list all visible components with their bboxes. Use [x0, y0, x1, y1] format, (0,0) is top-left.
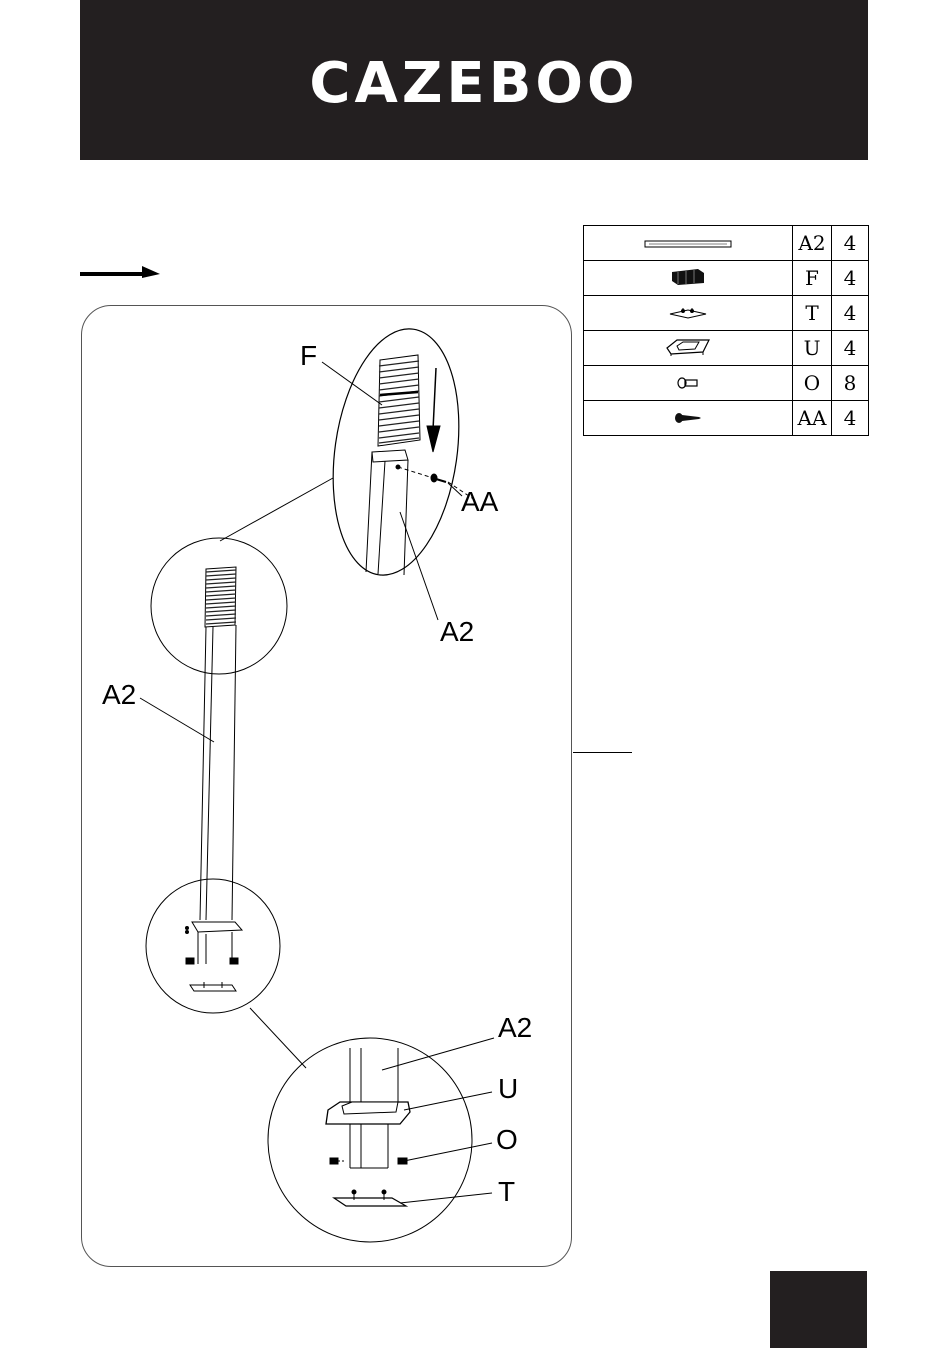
callout-t: T: [498, 1178, 515, 1206]
callout-u: U: [498, 1075, 518, 1103]
callout-a2-middle: A2: [102, 681, 136, 709]
callout-o: O: [496, 1126, 518, 1154]
callout-a2-top: A2: [440, 618, 474, 646]
sleeve-f-drawing: [378, 355, 420, 446]
callout-a2-bottom: A2: [498, 1014, 532, 1042]
divider-line: [573, 752, 632, 753]
callout-f: F: [300, 342, 317, 370]
callout-aa: AA: [461, 488, 498, 516]
page-number-box: [770, 1271, 867, 1348]
